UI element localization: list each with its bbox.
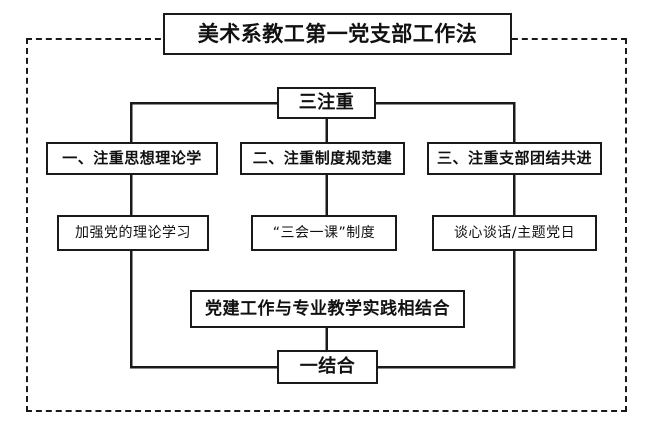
line-hub-to-branch3 [376, 101, 516, 142]
branch-heading-2: 二、注重制度规范建 [240, 142, 405, 175]
hub-top-node: 三注重 [277, 87, 376, 119]
line-detail3-to-hub-bottom [378, 251, 516, 369]
branch-detail-3: 谈心谈话/主题党日 [432, 215, 597, 251]
line-detail1-to-hub-bottom [129, 251, 277, 369]
branch-heading-1: 一、注重思想理论学 [46, 142, 218, 175]
combine-node: 党建工作与专业教学实践相结合 [190, 290, 465, 328]
branch-detail-2: “三会一课”制度 [251, 215, 397, 251]
hub-bottom-node: 一结合 [277, 350, 378, 384]
branch-detail-1: 加强党的理论学习 [57, 215, 209, 251]
line-hub-to-branch1 [129, 101, 277, 142]
branch-heading-3: 三、注重支部团结共进 [427, 142, 602, 175]
diagram-title: 美术系教工第一党支部工作法 [163, 13, 512, 55]
